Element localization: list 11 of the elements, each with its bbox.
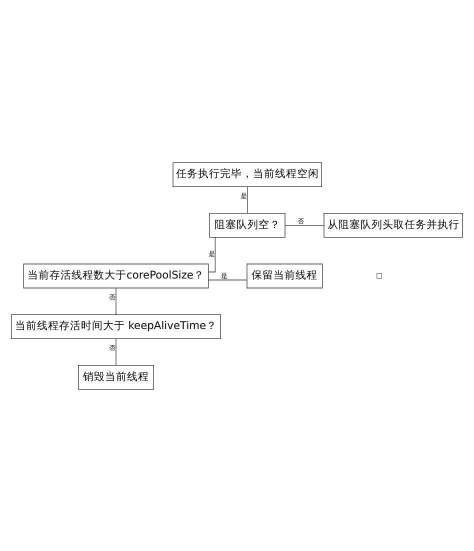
- node-box: 保留当前线程: [246, 263, 323, 288]
- connector: [284, 224, 324, 226]
- node-box: 当前线程存活时间大于 keepAliveTime？: [11, 314, 221, 338]
- node-box: 阻塞队列空？: [209, 212, 286, 238]
- connector: [208, 279, 248, 280]
- connector: [247, 186, 248, 214]
- connector: [208, 236, 216, 272]
- node-box: 从阻塞队列头取任务并执行: [324, 212, 463, 238]
- node-box: 任务执行完毕，当前线程空闲: [172, 162, 322, 186]
- node-box: 当前存活线程数大于corePoolSize？: [23, 263, 209, 288]
- node-box: 销毁当前线程: [78, 364, 154, 390]
